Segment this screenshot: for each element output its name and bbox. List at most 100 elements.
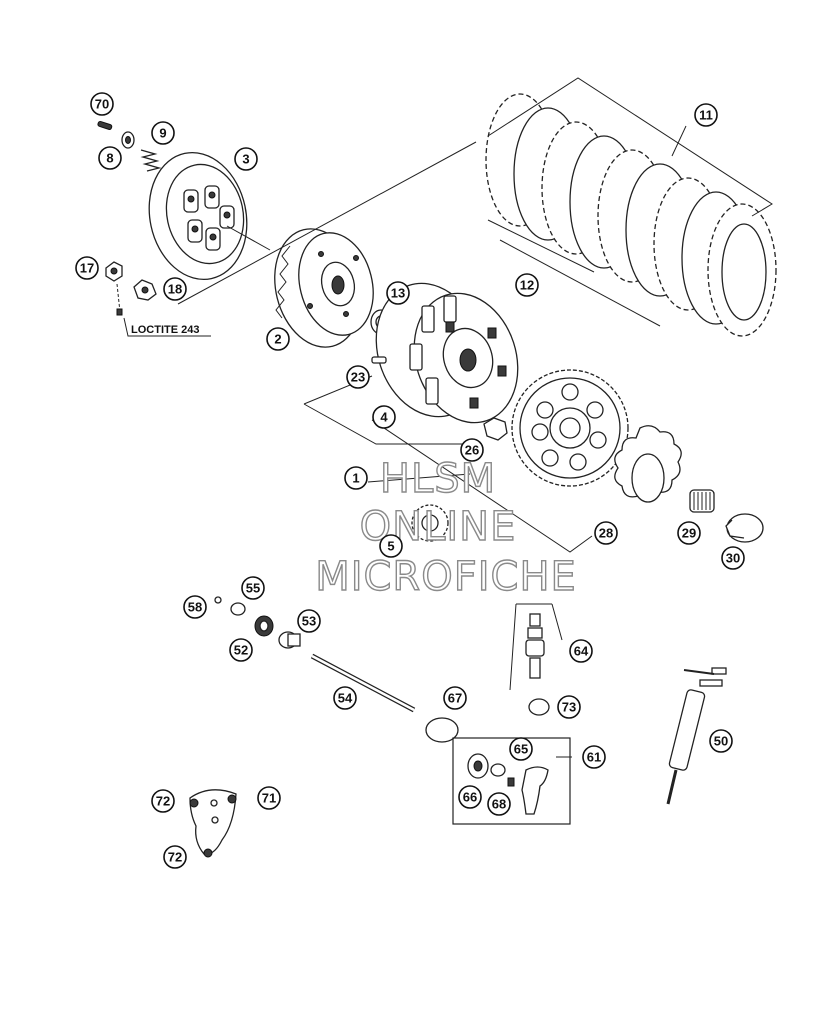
callout-68: 68 bbox=[487, 792, 511, 816]
callout-number: 68 bbox=[492, 797, 506, 812]
circlip-58 bbox=[214, 596, 222, 604]
nut-26 bbox=[483, 417, 508, 441]
callout-circle bbox=[709, 729, 733, 753]
callout-58: 58 bbox=[183, 595, 207, 619]
callout-5: 5 bbox=[379, 534, 403, 558]
callout-number: 53 bbox=[302, 614, 316, 629]
o-ring-67 bbox=[425, 717, 459, 743]
callout-17: 17 bbox=[75, 256, 99, 280]
callout-number: 12 bbox=[520, 278, 534, 293]
callout-66: 66 bbox=[458, 785, 482, 809]
callout-65: 65 bbox=[509, 737, 533, 761]
needle-bearing-29 bbox=[689, 489, 715, 513]
callout-71: 71 bbox=[257, 786, 281, 810]
callout-circle bbox=[333, 686, 357, 710]
callout-29: 29 bbox=[677, 521, 701, 545]
callout-circle bbox=[515, 273, 539, 297]
callout-number: 23 bbox=[351, 370, 365, 385]
loctite-note: LOCTITE 243 bbox=[131, 324, 199, 336]
callout-number: 29 bbox=[682, 526, 696, 541]
seal-52 bbox=[254, 615, 274, 637]
gear-5 bbox=[411, 504, 449, 542]
callout-number: 64 bbox=[574, 644, 589, 659]
callout-circle bbox=[509, 737, 533, 761]
callout-number: 61 bbox=[587, 750, 601, 765]
washer-55 bbox=[230, 602, 246, 616]
washer-73 bbox=[528, 698, 550, 716]
callout-67: 67 bbox=[443, 686, 467, 710]
callout-55: 55 bbox=[241, 576, 265, 600]
callout-3: 3 bbox=[234, 147, 258, 171]
callout-number: 11 bbox=[699, 108, 713, 123]
watermark-line-1: HLSM bbox=[380, 456, 496, 502]
callout-number: 65 bbox=[514, 742, 528, 757]
piston-53 bbox=[278, 631, 301, 649]
callout-4: 4 bbox=[372, 405, 396, 429]
nut-17 bbox=[105, 261, 123, 282]
washer-8 bbox=[121, 131, 135, 149]
callout-circle bbox=[266, 327, 290, 351]
callout-73: 73 bbox=[557, 695, 581, 719]
callout-50: 50 bbox=[709, 729, 733, 753]
watermark-line-3: MICROFICHE bbox=[315, 554, 577, 600]
bushing-30 bbox=[725, 513, 764, 543]
pressure-plate bbox=[148, 151, 248, 281]
callout-54: 54 bbox=[333, 686, 357, 710]
callout-number: 18 bbox=[168, 282, 182, 297]
callout-number: 8 bbox=[106, 151, 113, 166]
callout-circle bbox=[460, 438, 484, 462]
callout-number: 5 bbox=[387, 539, 394, 554]
callout-number: 55 bbox=[246, 581, 260, 596]
callout-2: 2 bbox=[266, 327, 290, 351]
lock-washer-18 bbox=[133, 279, 157, 301]
pin-23 bbox=[371, 356, 387, 364]
callout-53: 53 bbox=[297, 609, 321, 633]
callout-circle bbox=[344, 466, 368, 490]
callout-circle bbox=[241, 576, 265, 600]
clutch-disc-stack bbox=[485, 93, 777, 337]
watermark: HLSM ONLINE MICROFICHE bbox=[314, 455, 577, 600]
callout-number: 50 bbox=[714, 734, 728, 749]
callout-circle bbox=[458, 785, 482, 809]
callout-11: 11 bbox=[694, 103, 718, 127]
callout-number: 2 bbox=[274, 332, 281, 347]
callout-number: 1 bbox=[352, 471, 359, 486]
callout-circle bbox=[151, 789, 175, 813]
callout-number: 72 bbox=[156, 794, 170, 809]
callout-number: 13 bbox=[391, 286, 405, 301]
callout-number: 66 bbox=[463, 790, 477, 805]
callout-number: 72 bbox=[168, 850, 182, 865]
spring-9 bbox=[140, 149, 162, 172]
callout-number: 28 bbox=[599, 526, 613, 541]
callout-circle bbox=[386, 281, 410, 305]
callout-circle bbox=[694, 103, 718, 127]
callout-70: 70 bbox=[90, 92, 114, 116]
callout-circle bbox=[677, 521, 701, 545]
inner-clutch-hub bbox=[274, 228, 374, 348]
callout-circle bbox=[372, 405, 396, 429]
callout-number: 26 bbox=[465, 443, 479, 458]
callout-72: 72 bbox=[163, 845, 187, 869]
callout-circle bbox=[297, 609, 321, 633]
callout-circle bbox=[98, 146, 122, 170]
callout-circle bbox=[569, 639, 593, 663]
repair-kit-61 bbox=[452, 737, 571, 825]
callout-23: 23 bbox=[346, 365, 370, 389]
callout-circle bbox=[557, 695, 581, 719]
callout-number: 4 bbox=[380, 410, 388, 425]
callout-circle bbox=[229, 638, 253, 662]
callout-number: 54 bbox=[338, 691, 353, 706]
callout-number: 3 bbox=[242, 152, 249, 167]
callout-72: 72 bbox=[151, 789, 175, 813]
callout-number: 70 bbox=[95, 97, 109, 112]
callout-number: 58 bbox=[188, 600, 202, 615]
callout-circle bbox=[183, 595, 207, 619]
primary-gear bbox=[511, 369, 629, 487]
callout-circle bbox=[582, 745, 606, 769]
callout-number: 17 bbox=[80, 261, 94, 276]
callout-number: 73 bbox=[562, 700, 576, 715]
callout-circle bbox=[594, 521, 618, 545]
callout-circle bbox=[163, 845, 187, 869]
callout-8: 8 bbox=[98, 146, 122, 170]
